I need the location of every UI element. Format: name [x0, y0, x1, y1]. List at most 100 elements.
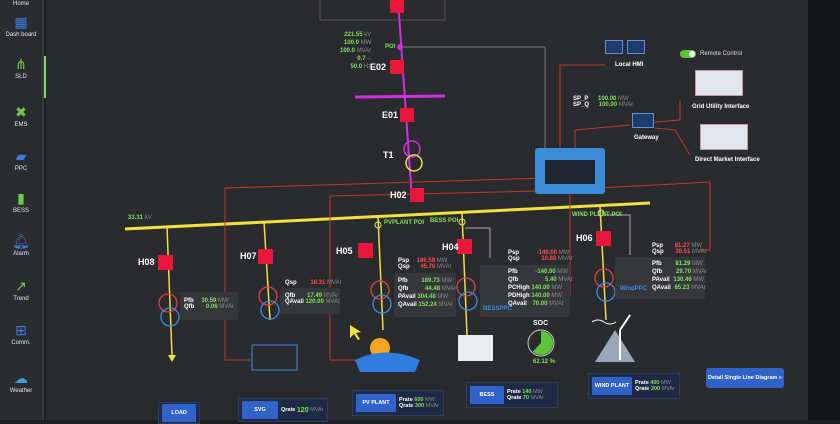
wind-turbine-icon	[591, 314, 635, 362]
unit: MW	[436, 258, 448, 264]
bess-panel	[480, 265, 570, 317]
svg-panel	[280, 288, 340, 314]
nav-weather[interactable]: ☁Weather	[0, 370, 42, 394]
unit: MW	[618, 96, 629, 102]
nav-ems[interactable]: ✖EMS	[0, 104, 42, 128]
remote-control-toggle[interactable]	[680, 50, 696, 58]
nav-sld[interactable]: ⋔SLD	[0, 56, 46, 98]
load-button[interactable]: LOAD	[162, 404, 196, 422]
unit: MW	[692, 261, 703, 267]
bess-button[interactable]: BESS	[470, 386, 504, 404]
svg-qfb: 17.49	[307, 293, 323, 299]
unit: MVAr	[327, 280, 342, 286]
soc-fill	[532, 331, 553, 355]
label: QAvail	[398, 302, 417, 308]
label: Qfb	[285, 293, 296, 299]
label: Pfb	[398, 278, 408, 284]
unit: MW	[533, 389, 543, 395]
nav-dashboard[interactable]: ▦Dash board	[0, 14, 42, 38]
bess-poi-label: BESS POI	[430, 218, 459, 224]
sidebar: Home ▦Dash board ⋔SLD ✖EMS ▰PPC ▮BESS 🔔︎…	[0, 0, 46, 420]
label: Qfb	[508, 277, 519, 283]
nav-trend[interactable]: ↗Trend	[0, 278, 42, 302]
unit: MVAr	[325, 299, 341, 305]
dashboard-icon: ▦	[14, 14, 28, 30]
breaker-h06-label: H06	[576, 233, 593, 243]
unit: MVAr	[437, 264, 452, 270]
nav-label: PPC	[14, 166, 28, 172]
setpoints: SP_P 100.00 MW SP_Q 100.00 MVAr	[573, 96, 633, 108]
pv-qrate: 300	[414, 403, 425, 409]
pv-poi-label: PVPLANT POI	[384, 220, 425, 226]
nav-ppc[interactable]: ▰PPC	[0, 148, 42, 172]
wind-panel	[615, 257, 705, 299]
wind-pavail: 130.46	[673, 277, 692, 283]
label: Psp	[508, 250, 520, 256]
bus-voltage: 33.31	[128, 215, 144, 221]
label: PDHigh	[508, 293, 530, 299]
nav-label: Trend	[13, 296, 29, 302]
transformer-t1-label: T1	[383, 150, 394, 160]
pv-plant-button[interactable]: PV PLANT	[356, 394, 396, 412]
battery-icon: ▮	[17, 190, 25, 206]
label: PCHigh	[508, 285, 530, 291]
sp-q-label: SP_Q	[573, 102, 590, 108]
bess-qsp: 10.68	[541, 256, 557, 262]
poi-node	[397, 44, 403, 50]
load-card: LOAD	[158, 402, 200, 424]
label: Qsp	[285, 280, 297, 286]
unit: MVAr	[441, 286, 457, 292]
svg-button[interactable]: SVG	[242, 401, 278, 419]
label: Qrate	[399, 403, 414, 409]
grid-utility-label: Grid Utility Interface	[692, 104, 750, 110]
wind-psp: 81.27	[674, 243, 690, 249]
unit: MVAr	[558, 256, 573, 262]
direct-market-icon	[700, 124, 748, 150]
nav-label: Home	[12, 1, 29, 7]
nav-bess[interactable]: ▮BESS	[0, 190, 42, 214]
unit: MW	[693, 277, 705, 283]
unit: kV	[364, 32, 372, 38]
poi-readings: 221.55 kV 100.0 MW 100.0 MVAr 0.7 -- 50.…	[340, 32, 371, 70]
remote-control-label: Remote Control	[700, 51, 743, 57]
hv-bus	[354, 94, 446, 99]
wind-qsp: 30.51	[675, 249, 691, 255]
unit: MVAr	[558, 277, 573, 283]
wind-qfb: 29.70	[676, 269, 692, 275]
unit: MW	[437, 294, 449, 300]
mv-bus	[124, 201, 651, 231]
poi-voltage: 221.55	[344, 32, 363, 38]
nav-home[interactable]: Home	[0, 1, 42, 7]
svg-qavail: 120.00	[305, 299, 324, 305]
unit: MVAr	[691, 285, 706, 291]
unit: MVAr	[618, 102, 634, 108]
label: Psp	[652, 243, 664, 249]
soc-label: SOC	[533, 320, 549, 327]
load-arrow	[168, 355, 176, 362]
network-icon: ⊞	[15, 322, 27, 338]
nav-alarm[interactable]: 🔔︎Alarm	[0, 233, 42, 257]
unit: --	[367, 56, 372, 62]
load-qfb: 0.06	[206, 304, 218, 310]
wind-pfb: 81.29	[675, 261, 691, 267]
label: Qsp	[398, 264, 410, 270]
unit: MW	[425, 397, 435, 403]
sp-p-label: SP_P	[573, 96, 589, 102]
wind-plant-button[interactable]: WIND PLANT	[592, 377, 632, 395]
bess-prate: 140	[522, 389, 532, 395]
nav-comm[interactable]: ⊞Comm.	[0, 322, 42, 346]
label: Prate	[399, 397, 413, 403]
label: Qrate	[281, 407, 296, 413]
unit: MW	[360, 40, 372, 46]
unit: MVAr	[425, 403, 439, 409]
soc-value: 62.12	[533, 359, 549, 365]
label: Prate	[507, 389, 521, 395]
svg-qsp: 18.31	[310, 280, 326, 286]
feeder-transformers	[158, 268, 616, 327]
unit: %	[549, 359, 556, 365]
label: Pfb	[508, 269, 518, 275]
detail-sld-button[interactable]: Detail Single Line Diagram »	[706, 368, 784, 388]
label: Psp	[398, 258, 410, 264]
t1-transformer-mv	[405, 154, 423, 172]
